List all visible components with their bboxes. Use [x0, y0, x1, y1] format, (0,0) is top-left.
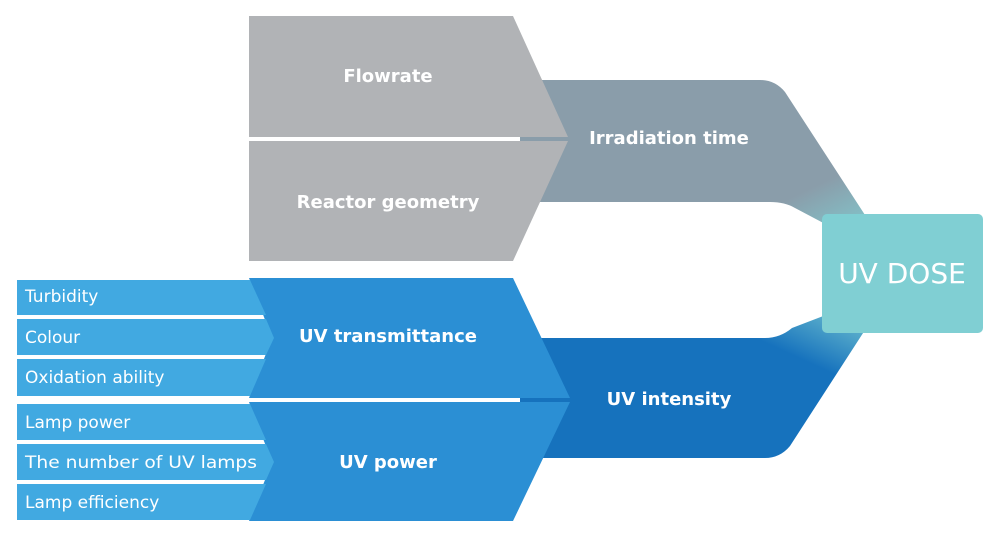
uv-intensity-label: UV intensity [607, 389, 732, 410]
flowrate-label: Flowrate [343, 66, 432, 87]
uv-intensity-shape [520, 300, 865, 458]
lamp-power-label: Lamp power [25, 413, 130, 433]
uv-transmittance-box [249, 278, 570, 398]
flowrate-box [249, 16, 568, 137]
reactor-geometry-label: Reactor geometry [297, 192, 480, 213]
lamp-efficiency-box [17, 484, 266, 520]
turbidity-label: Turbidity [24, 287, 98, 307]
colour-box [17, 319, 274, 355]
uv-dose-box [822, 214, 983, 333]
uv-power-box [249, 402, 570, 521]
irradiation-time-label: Irradiation time [589, 128, 749, 149]
reactor-geometry-box [249, 141, 568, 261]
irradiation-time-shape [520, 80, 865, 245]
number-of-uv-lamps-box [17, 444, 274, 480]
number-of-uv-lamps-label: The number of UV lamps [24, 453, 257, 473]
oxidation-ability-label: Oxidation ability [25, 368, 164, 388]
colour-label: Colour [25, 328, 80, 348]
turbidity-box [17, 280, 266, 315]
lamp-power-box [17, 404, 266, 440]
uv-dose-label: UV DOSE [838, 257, 966, 290]
uv-power-label: UV power [339, 452, 437, 473]
lamp-efficiency-label: Lamp efficiency [25, 493, 159, 513]
uv-transmittance-label: UV transmittance [299, 326, 477, 347]
oxidation-ability-box [17, 359, 266, 396]
